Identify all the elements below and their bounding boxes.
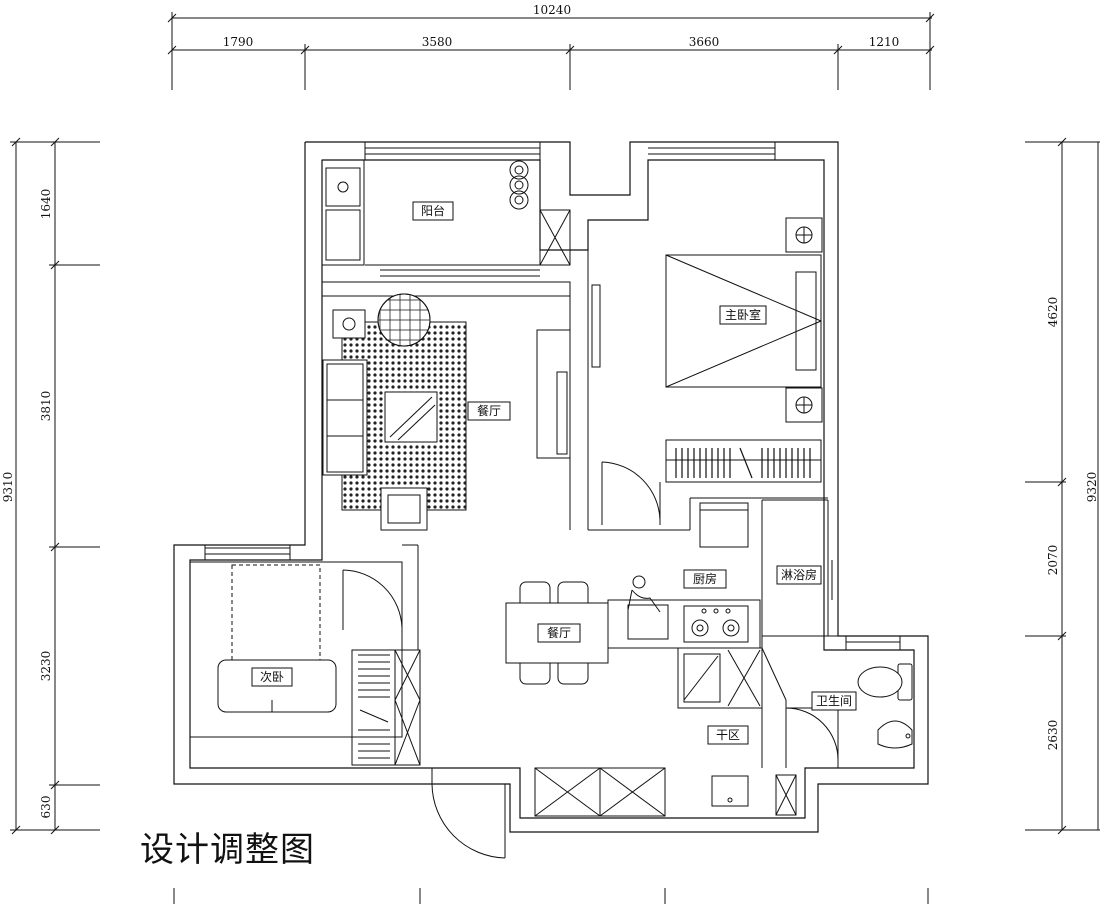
dim-top-4: 1210 (869, 35, 900, 49)
room-label-box (683, 569, 727, 589)
room-label-box (412, 201, 454, 221)
person-icon (627, 575, 661, 613)
room-label-balcony: 阳台 (421, 203, 445, 218)
room-label-box (251, 667, 293, 687)
side-table (332, 309, 366, 339)
room-label-box (719, 305, 767, 325)
room-label-bathroom: 卫生间 (816, 694, 852, 708)
dim-left-1: 1640 (39, 189, 53, 220)
dim-right-1: 4620 (1046, 297, 1060, 328)
second-wardrobe (358, 654, 390, 759)
room-label-box (811, 691, 857, 711)
dim-right-total: 9320 (1085, 472, 1099, 503)
second-bedroom (189, 544, 421, 766)
dim-top-1: 1790 (223, 35, 254, 49)
dim-left-3: 3230 (39, 651, 53, 682)
lamp-icon (342, 317, 356, 331)
dim-top-3: 3660 (689, 35, 720, 49)
armchair (380, 487, 428, 531)
master-door (588, 461, 828, 531)
entrance-door (431, 768, 506, 859)
dim-left-4: 630 (39, 796, 53, 819)
room-label-box (776, 565, 822, 585)
master-bedroom (648, 142, 823, 483)
plant-icon (509, 160, 529, 210)
room-label-box (707, 725, 749, 745)
room-label-box (537, 623, 581, 643)
tv-cabinet (536, 220, 601, 530)
plan-title: 设计调整图 (140, 830, 315, 870)
dry-area (534, 647, 797, 817)
room-label-dining: 餐厅 (547, 625, 571, 640)
room-label-dry-area: 干区 (716, 728, 740, 742)
room-label-master-bedroom: 主卧室 (725, 307, 761, 322)
dim-top-2: 3580 (422, 35, 453, 49)
dim-left-total: 9310 (1, 472, 15, 503)
dim-left-2: 3810 (39, 391, 53, 422)
kitchen (607, 500, 763, 768)
basin-icon (877, 720, 913, 749)
balcony (321, 142, 571, 297)
right-dimensions (1025, 137, 1100, 835)
dim-right-2: 2070 (1046, 545, 1060, 576)
sofa (322, 359, 368, 476)
top-dimensions (167, 12, 935, 90)
dim-top-total: 10240 (533, 3, 571, 17)
round-table-pattern (377, 293, 431, 347)
dim-right-3: 2630 (1046, 720, 1060, 751)
room-label-shower: 淋浴房 (781, 567, 817, 582)
room-label-box (467, 401, 511, 421)
wardrobe-hangers (675, 447, 811, 479)
coffee-table (384, 391, 438, 443)
toilet-icon (857, 663, 913, 701)
room-label-second-bedroom: 次卧 (260, 670, 284, 684)
room-label-living: 餐厅 (477, 403, 501, 418)
left-dimensions (10, 137, 100, 835)
room-label-kitchen: 厨房 (693, 571, 717, 586)
shower (762, 499, 838, 637)
bottom-dimension-ticks (173, 888, 929, 904)
